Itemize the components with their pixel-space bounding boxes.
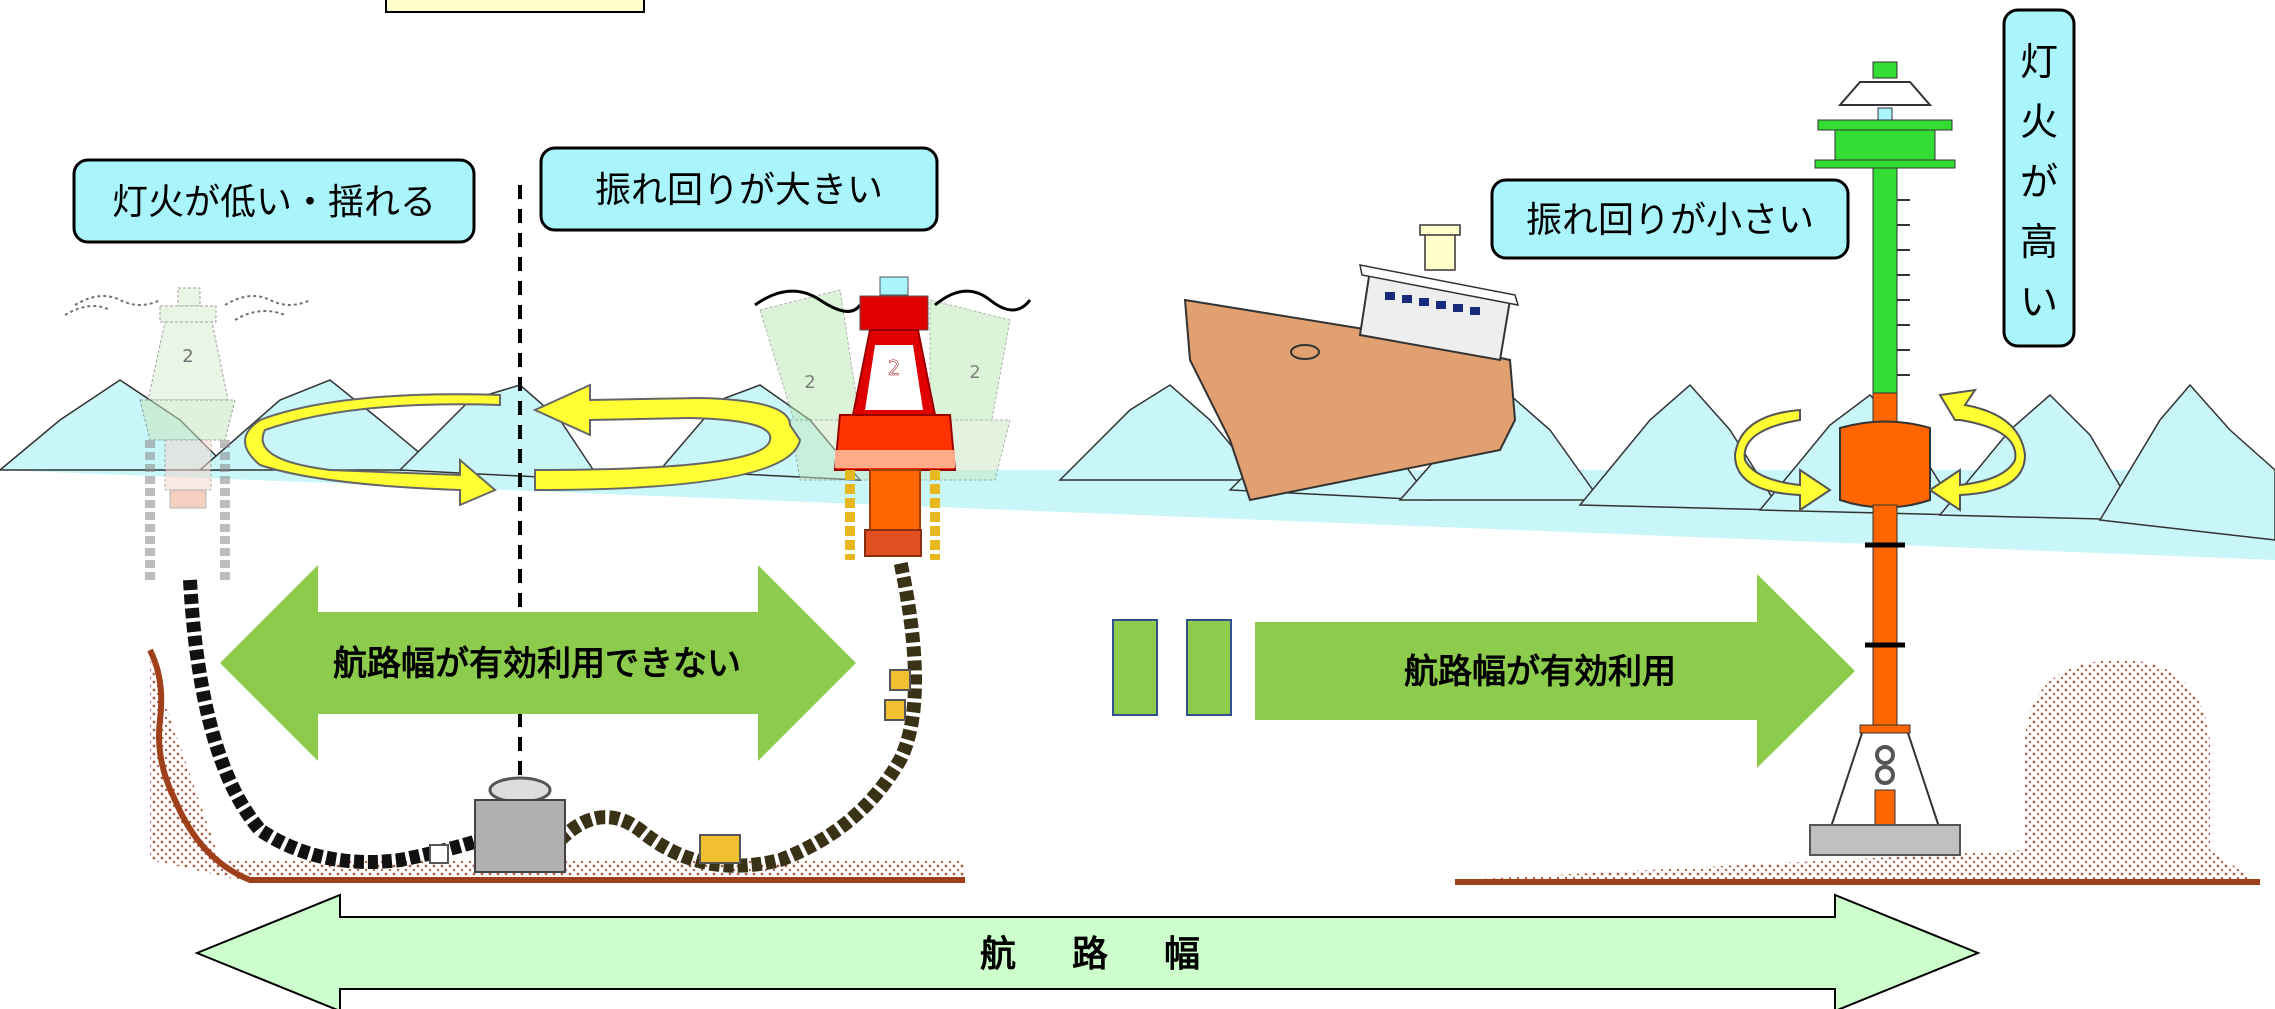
seabed-left — [147, 648, 965, 883]
channel-width-char-1: 航 — [980, 933, 1016, 975]
svg-text:2: 2 — [969, 362, 980, 383]
red-buoy-number: 2 — [888, 356, 901, 380]
callout-low-light: 灯火が低い・揺れる — [72, 158, 476, 244]
top-box — [385, 0, 645, 13]
sinker-weight — [474, 776, 566, 873]
high-light-char-1: 灯 — [2020, 40, 2058, 84]
cannot-use-label: 航路幅が有効利用できない — [333, 644, 741, 684]
swing-arrow-left — [244, 393, 501, 507]
small-swing-label: 振れ回りが小さい — [1526, 200, 1814, 241]
high-light-char-5: い — [2020, 280, 2058, 324]
faded-buoy-number: 2 — [182, 346, 193, 367]
callout-large-swing: 振れ回りが大きい — [539, 146, 939, 232]
effective-use-label: 航路幅が有効利用 — [1404, 652, 1676, 692]
seabed-right — [1455, 660, 2260, 885]
high-light-char-3: が — [2020, 160, 2058, 204]
large-swing-label: 振れ回りが大きい — [595, 170, 883, 211]
mooring-chain — [183, 558, 922, 873]
svg-text:2: 2 — [804, 372, 815, 393]
channel-width-char-2: 路 — [1072, 934, 1109, 975]
red-buoy: 2 2 2 — [754, 276, 1032, 560]
faded-buoy-left: 2 — [64, 287, 311, 580]
channel-width-char-3: 幅 — [1164, 934, 1200, 975]
cannot-use-arrow: 航路幅が有効利用できない — [220, 565, 856, 761]
ship — [1183, 224, 1520, 502]
effective-use-arrow: 航路幅が有効利用 — [1255, 574, 1855, 768]
swing-arrow-right — [532, 383, 802, 492]
low-light-label: 灯火が低い・揺れる — [112, 182, 436, 223]
small-swing-arrows — [1733, 388, 2027, 512]
equals-sign — [1112, 619, 1232, 716]
callout-small-swing: 振れ回りが小さい — [1490, 178, 1850, 260]
channel-width-arrow: 航 路 幅 — [194, 893, 1981, 1009]
pole-buoy — [1809, 61, 1961, 856]
high-light-char-4: 高 — [2020, 220, 2058, 264]
callout-high-light: 灯 火 が 高 い — [2002, 8, 2076, 348]
high-light-char-2: 火 — [2020, 100, 2058, 144]
